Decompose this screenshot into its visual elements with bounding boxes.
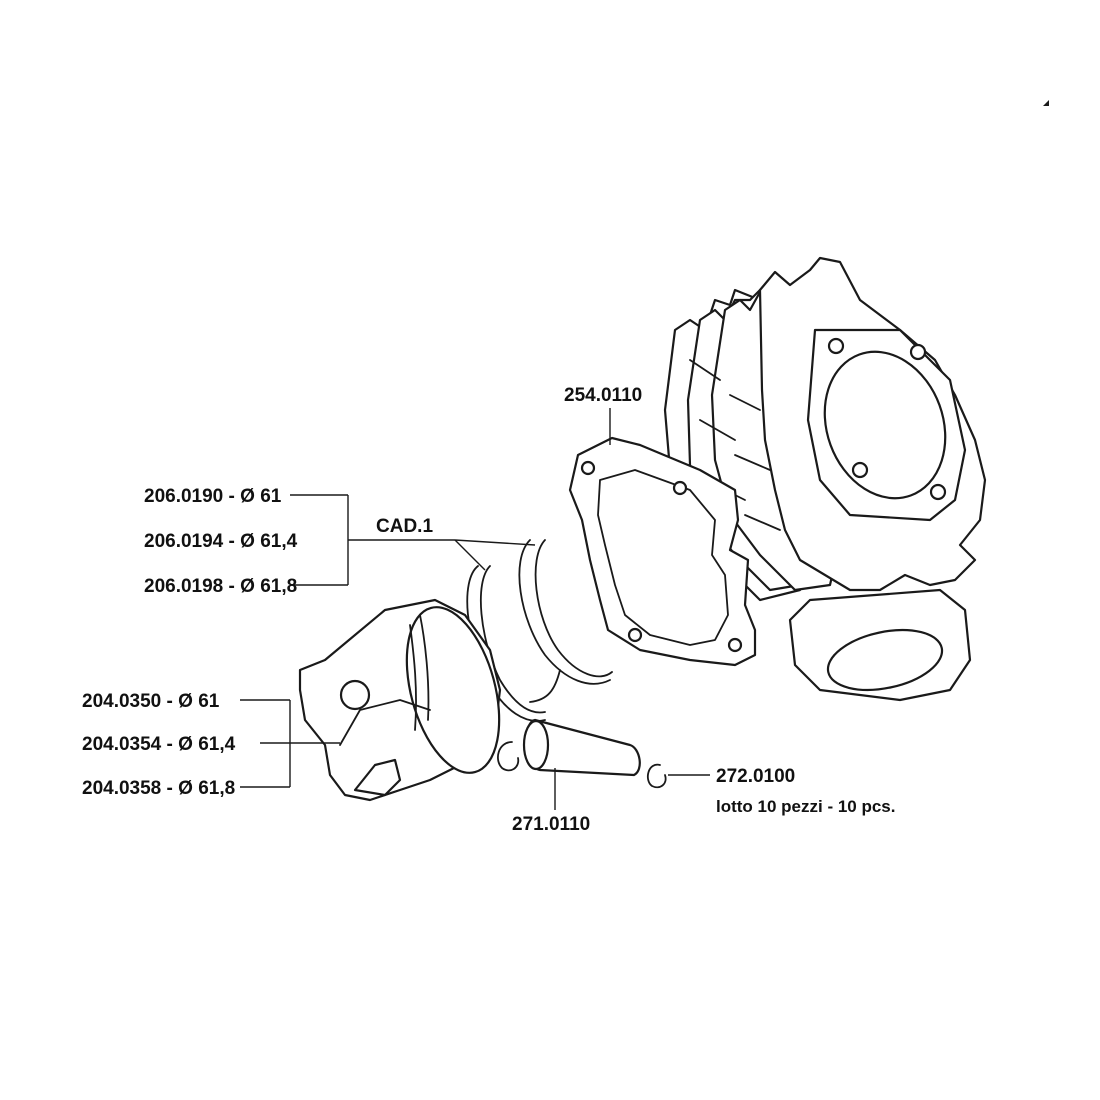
piston: [298, 598, 502, 802]
label-piston-1: 204.0350 - Ø 61: [82, 691, 220, 712]
label-circlip-note: lotto 10 pezzi - 10 pcs.: [716, 797, 896, 816]
label-rings-1: 206.0190 - Ø 61: [144, 486, 282, 507]
label-piston-2: 204.0354 - Ø 61,4: [82, 734, 236, 755]
label-circlip: 272.0100: [716, 766, 795, 787]
corner-mark: [1043, 100, 1049, 106]
cylinder-gasket: [568, 436, 757, 667]
label-piston-3: 204.0358 - Ø 61,8: [82, 778, 235, 799]
label-pin: 271.0110: [512, 814, 590, 835]
circlip-left: [497, 741, 520, 772]
label-rings-2: 206.0194 - Ø 61,4: [144, 531, 298, 552]
label-rings-3: 206.0198 - Ø 61,8: [144, 576, 297, 597]
part-labels: 254.0110 206.0190 - Ø 61 206.0194 - Ø 61…: [82, 385, 896, 835]
circlip-right: [646, 763, 667, 789]
label-gasket: 254.0110: [564, 385, 642, 406]
label-rings-note: CAD.1: [376, 516, 433, 537]
leader-lines: [240, 408, 710, 810]
piston-pin: [522, 718, 641, 777]
